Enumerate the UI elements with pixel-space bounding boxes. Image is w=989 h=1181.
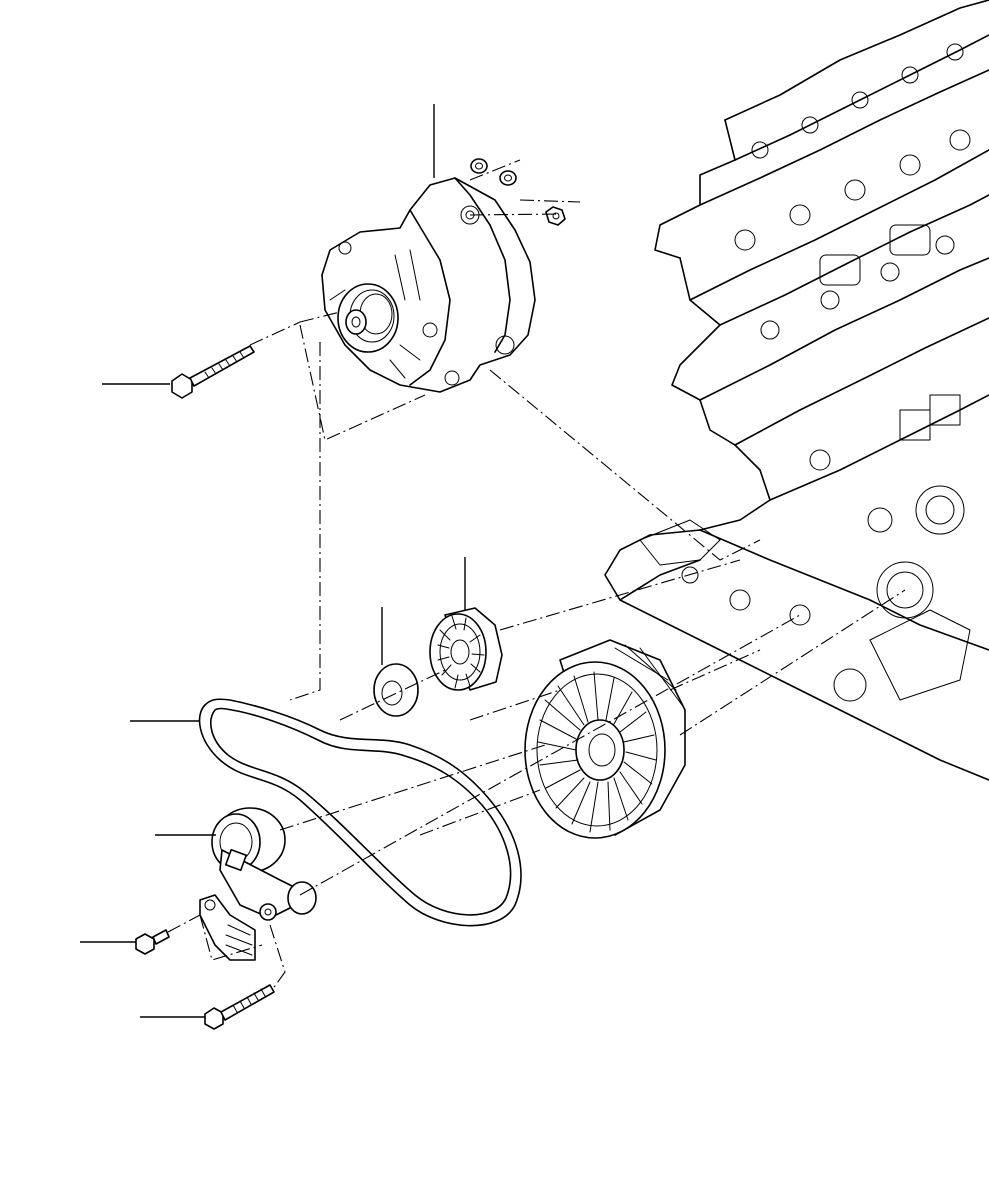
idler-pulley-cover [373, 663, 419, 717]
nut [545, 206, 566, 226]
alternator [321, 177, 536, 393]
washers [470, 158, 517, 186]
idler-pulley [429, 607, 503, 691]
drive-belt [198, 698, 522, 927]
tensioner-bolt-short [135, 929, 170, 955]
leader-lines [80, 104, 466, 1018]
engine-block [604, 0, 989, 781]
alternator-mounting-bolt [171, 345, 255, 399]
belt-tensioner [199, 807, 317, 961]
crankshaft-pulley [524, 639, 686, 839]
tensioner-bolt-long [204, 984, 275, 1030]
assembly-centerlines [167, 159, 906, 991]
